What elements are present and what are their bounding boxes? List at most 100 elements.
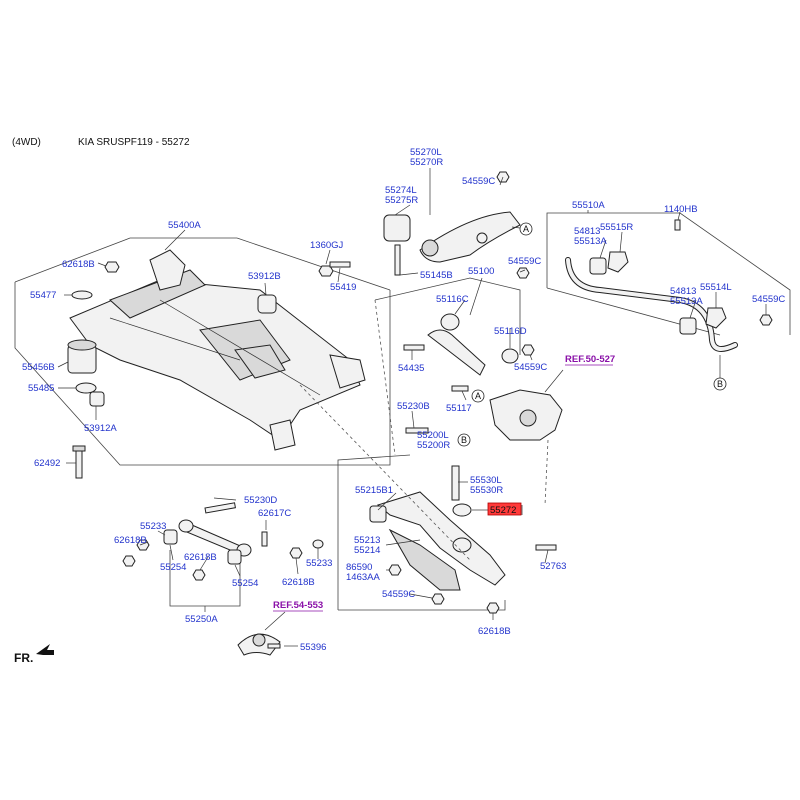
bushing-53912b bbox=[257, 294, 277, 314]
label-55117: 55117 bbox=[446, 403, 472, 414]
callout-b-lower bbox=[457, 433, 471, 447]
label-54559c-4: 54559C bbox=[382, 589, 415, 600]
label-55215b1: 55215B1 bbox=[355, 485, 393, 496]
label-62618b-2: 62618B bbox=[114, 535, 147, 546]
washer-55477 bbox=[71, 290, 93, 300]
nut-62618b-4 bbox=[289, 547, 303, 559]
dashed-connector bbox=[299, 384, 471, 561]
label-55270r: 55270R bbox=[410, 157, 443, 168]
label-55233-2: 55233 bbox=[306, 558, 332, 569]
label-55200r: 55200R bbox=[417, 440, 450, 451]
diagram-caption: KIA SRUSPF119 - 55272 bbox=[78, 137, 190, 148]
label-55456b: 55456B bbox=[22, 362, 55, 373]
washer-55233-2 bbox=[312, 539, 324, 549]
callout-a-upper-text: A bbox=[523, 224, 529, 234]
subframe-box-edge bbox=[236, 237, 391, 291]
label-55270l: 55270L bbox=[410, 147, 442, 158]
bushing-55513a-2 bbox=[679, 317, 697, 335]
bushing-55254-2 bbox=[227, 549, 242, 565]
label-1360gj: 1360GJ bbox=[310, 240, 344, 251]
nut-54559c-5 bbox=[759, 314, 773, 326]
stabilizer-group: B 55510A 1140HB 54813 55515R 55513A 5481… bbox=[546, 200, 791, 391]
part-55272 bbox=[452, 503, 472, 517]
bushing-53912a bbox=[89, 391, 105, 407]
bolt-55230b bbox=[405, 427, 429, 434]
highlight-55272-box[interactable] bbox=[487, 502, 522, 516]
upper-arm-55270 bbox=[419, 211, 521, 263]
label-55274l: 55274L bbox=[385, 185, 417, 196]
label-54559c-2: 54559C bbox=[508, 256, 541, 267]
middle-arm-box bbox=[374, 277, 521, 355]
label-62618b-4: 62618B bbox=[282, 577, 315, 588]
bushing-55233-1 bbox=[163, 529, 178, 545]
bolt-55396 bbox=[267, 643, 281, 649]
label-55515r: 55515R bbox=[600, 222, 633, 233]
subframe-box-edge bbox=[14, 237, 237, 283]
front-direction-indicator: FR. bbox=[14, 644, 54, 665]
bushing-55274l bbox=[383, 214, 411, 242]
label-54559c-1: 54559C bbox=[462, 176, 495, 187]
label-55213: 55213 bbox=[354, 535, 380, 546]
lower-arm-box bbox=[338, 600, 506, 611]
dashed-connector bbox=[544, 439, 549, 506]
label-55477: 55477 bbox=[30, 290, 56, 301]
upper-arm-group: A 55270L 55270R 55274L 55275R 54559C 551… bbox=[383, 147, 533, 281]
label-53912a: 53912A bbox=[84, 423, 117, 434]
arm-shield-55214 bbox=[388, 528, 461, 591]
callout-b-lower-text: B bbox=[461, 435, 467, 445]
subframe-55400a bbox=[69, 249, 366, 451]
bushing-55513a-1 bbox=[589, 257, 607, 275]
label-55214: 55214 bbox=[354, 545, 380, 556]
label-55254-1: 55254 bbox=[160, 562, 186, 573]
label-1140hb: 1140HB bbox=[664, 204, 698, 215]
ref-54-553[interactable]: REF.54-553 bbox=[273, 600, 323, 611]
label-55233-1: 55233 bbox=[140, 521, 166, 532]
label-55275r: 55275R bbox=[385, 195, 418, 206]
label-55230b: 55230B bbox=[397, 401, 430, 412]
label-62492: 62492 bbox=[34, 458, 60, 469]
callout-a-middle bbox=[471, 389, 485, 403]
nut-62618b-3 bbox=[192, 569, 206, 581]
callout-a-upper bbox=[519, 222, 533, 236]
arm-55100 bbox=[427, 329, 486, 376]
label-54435: 54435 bbox=[398, 363, 424, 374]
label-62618b-3: 62618B bbox=[184, 552, 217, 563]
ref-50-527[interactable]: REF.50-527 bbox=[565, 354, 615, 365]
label-55230d: 55230D bbox=[244, 495, 277, 506]
label-55250a: 55250A bbox=[185, 614, 218, 625]
bolt-55145b bbox=[394, 244, 401, 276]
label-62617c: 62617C bbox=[258, 508, 291, 519]
label-54559c-5: 54559C bbox=[752, 294, 785, 305]
link-55530l bbox=[451, 465, 460, 501]
nut-62618b-2 bbox=[122, 555, 136, 567]
label-55485: 55485 bbox=[28, 383, 54, 394]
label-55530l: 55530L bbox=[470, 475, 502, 486]
callout-b-stabilizer bbox=[713, 377, 727, 391]
label-55400a: 55400A bbox=[168, 220, 201, 231]
nut-62618b-5 bbox=[486, 602, 500, 614]
label-55272-highlighted[interactable]: 55272 bbox=[490, 505, 516, 516]
nut-62618b bbox=[104, 261, 120, 273]
label-55116d: 55116D bbox=[494, 326, 527, 337]
label-55396: 55396 bbox=[300, 642, 326, 653]
subframe-group: 55400A 62618B 53912B 1360GJ 55419 55477 … bbox=[14, 220, 391, 479]
assist-arm-group: 55230D 62617C 55233 62618B 55254 62618B … bbox=[114, 495, 332, 625]
label-55513a-1: 55513A bbox=[574, 236, 607, 247]
middle-arm-group: 55100 54559C 55116C 55116D 54435 54559C … bbox=[374, 256, 547, 414]
label-54559c-3: 54559C bbox=[514, 362, 547, 373]
callout-a-middle-text: A bbox=[475, 391, 481, 401]
label-54813-2: 54813 bbox=[670, 286, 696, 297]
bushing-55116d bbox=[501, 348, 519, 364]
lower-bolt-group: 55230B 55200L 55200R bbox=[397, 401, 450, 451]
label-62618b-1: 62618B bbox=[62, 259, 95, 270]
label-53912b: 53912B bbox=[248, 271, 281, 282]
lower-arm-group: B 55215B1 55530L 55530R 55272 55213 5521… bbox=[337, 433, 566, 637]
label-62618b-5: 62618B bbox=[478, 626, 511, 637]
callout-b-stabilizer-text: B bbox=[717, 379, 723, 389]
label-55419: 55419 bbox=[330, 282, 356, 293]
label-55510a: 55510A bbox=[572, 200, 605, 211]
bracket-55515r bbox=[607, 251, 629, 273]
knuckle-group: REF.50-527 bbox=[489, 354, 615, 441]
